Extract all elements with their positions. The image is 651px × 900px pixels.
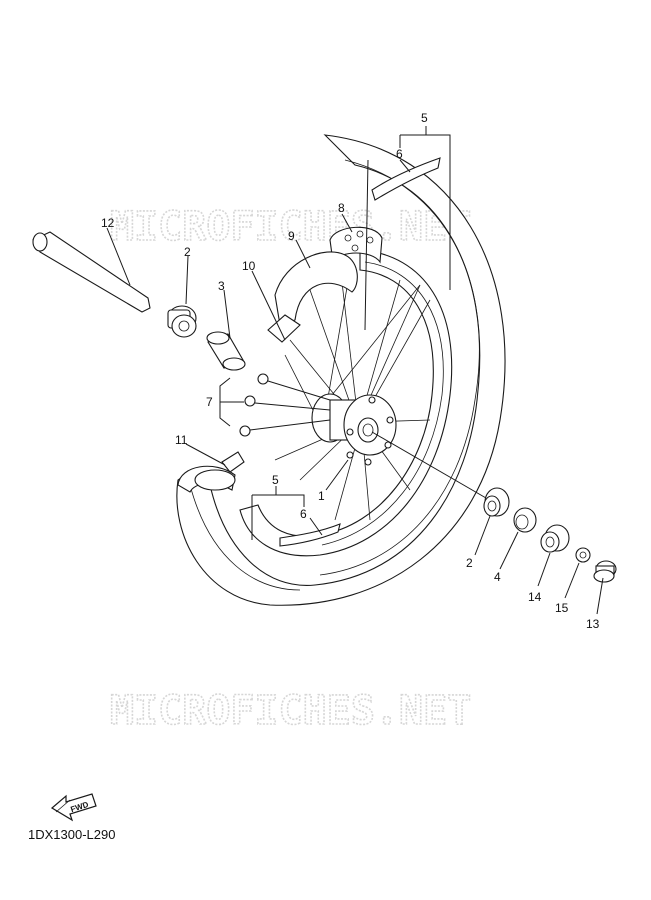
rim <box>239 249 453 557</box>
diagram-code: 1DX1300-L290 <box>28 827 116 842</box>
spacer <box>206 331 246 371</box>
oil-seal <box>513 507 537 533</box>
decal-strip-top <box>371 157 441 201</box>
nut <box>593 560 617 583</box>
callout-2-left: 2 <box>184 245 191 259</box>
rim-band <box>274 251 358 326</box>
watermark-bottom: MICROFICHES.NET <box>110 688 471 734</box>
callout-7: 7 <box>206 395 213 409</box>
callout-12: 12 <box>101 216 115 230</box>
callout-10: 10 <box>242 259 256 273</box>
callout-13: 13 <box>586 617 600 631</box>
collar <box>540 524 570 553</box>
callout-5-top: 5 <box>421 111 428 125</box>
callout-8: 8 <box>338 201 345 215</box>
callout-4: 4 <box>494 570 501 584</box>
washer <box>575 547 591 563</box>
axle <box>32 231 151 313</box>
hub <box>311 393 397 466</box>
callout-1: 1 <box>318 489 325 503</box>
bearing-right <box>483 487 510 517</box>
decal-strip-bottom <box>279 523 341 547</box>
callout-9: 9 <box>288 229 295 243</box>
callout-15: 15 <box>555 601 569 615</box>
fwd-arrow-icon: FWD <box>50 793 97 822</box>
callout-14: 14 <box>528 590 542 604</box>
valve-stem <box>221 451 245 473</box>
watermark-top: MICROFICHES.NET <box>110 204 471 250</box>
tube-valve-ring <box>194 469 236 491</box>
callout-5-bottom: 5 <box>272 473 279 487</box>
hub-bolts <box>239 373 331 437</box>
callout-6-bottom: 6 <box>300 507 307 521</box>
callout-3: 3 <box>218 279 225 293</box>
bearing-left <box>167 305 197 338</box>
valve-part <box>267 314 301 343</box>
callout-2-right: 2 <box>466 556 473 570</box>
callout-lines <box>106 126 604 615</box>
callout-11: 11 <box>175 433 188 447</box>
callout-6-top: 6 <box>396 147 403 161</box>
spokes <box>274 264 431 521</box>
